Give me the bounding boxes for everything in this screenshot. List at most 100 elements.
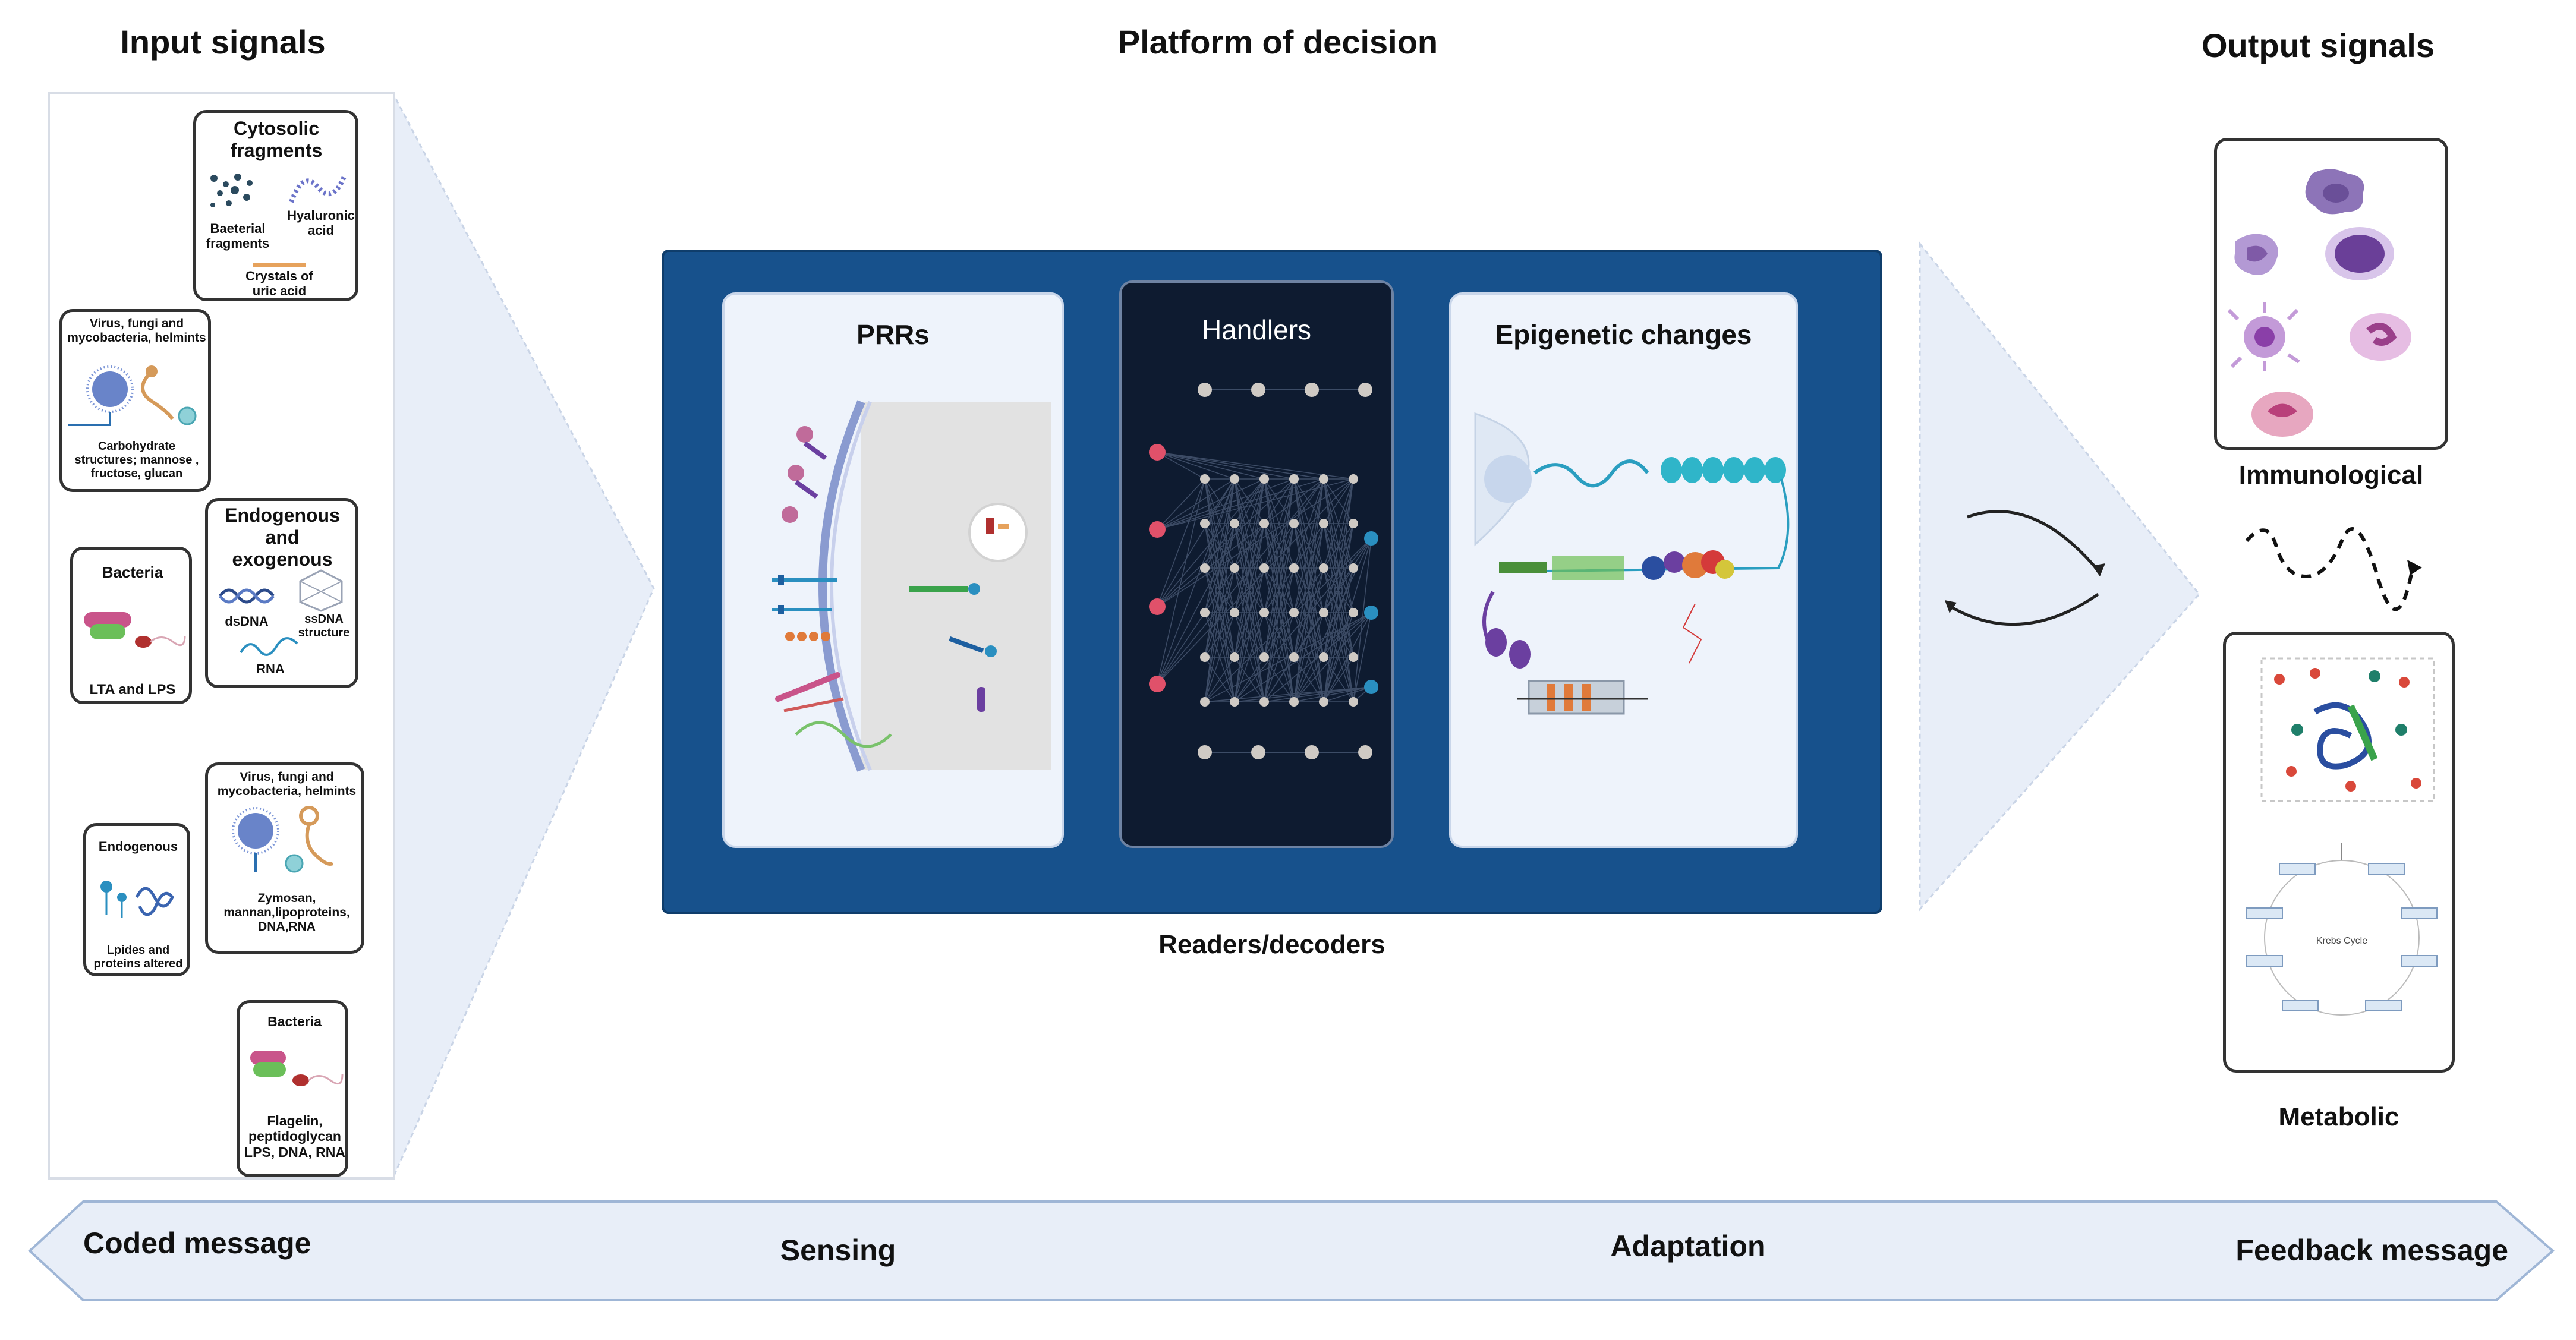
virus-2-title: Virus, fungi and mycobacteria, helmints [217,770,357,799]
nn-node [1198,383,1212,397]
bacterial-fragments-label: Baeterial fragments [206,221,270,251]
nn-node [1349,608,1358,617]
nn-node [1358,745,1372,759]
cell-membrane-diagram [772,400,1051,772]
nn-input-node [1149,598,1166,615]
nn-node [1200,563,1210,573]
virus-particle-icon [68,365,197,426]
nn-node [1349,519,1358,528]
immune-cells-icon [2227,169,2411,437]
nn-node [1289,697,1299,707]
virus-1-title: Virus, fungi and mycobacteria, helmints [67,317,206,345]
nn-node [1251,383,1265,397]
prrs-panel: PRRs [722,292,1064,848]
nn-node [1251,745,1265,759]
bacteria-1-caption: LTA and LPS [89,682,176,698]
nn-node [1230,697,1239,707]
nn-node [1305,745,1319,759]
nn-output-node [1364,606,1378,620]
nn-node [1319,519,1328,528]
nn-node [1230,474,1239,484]
nn-node [1349,474,1358,484]
metabolic-box: Krebs Cycle [2223,632,2455,1073]
endo-exo-box: Endogenous and exogenous dsDNA ssDNA str… [205,498,358,688]
nn-node [1200,697,1210,707]
nn-node [1289,608,1299,617]
nn-node [1230,608,1239,617]
hyaluronic-label: Hyaluronic acid [287,208,355,238]
handlers-panel: Handlers [1119,280,1394,848]
neural-network-diagram [1149,383,1378,759]
nn-node [1289,652,1299,662]
input-signals-header: Input signals [120,23,326,61]
output-signals-header: Output signals [2202,27,2435,64]
squiggle-arrow-icon [2245,527,2422,611]
bacteria-2-caption: Flagelin, peptidoglycan LPS, DNA, RNA [244,1113,345,1160]
nn-node [1259,652,1269,662]
lipid-protein-icon [100,881,174,918]
krebs-cycle-label: Krebs Cycle [2316,936,2367,946]
uric-crystal-icon [253,263,306,267]
dsdna-icon [219,588,275,604]
nn-node [1200,608,1210,617]
nn-input-node [1149,521,1166,538]
handlers-title: Handlers [1201,314,1312,345]
nn-node [1319,474,1328,484]
nn-node [1200,519,1210,528]
epigenetic-title: Epigenetic changes [1495,319,1752,350]
bacteria-2-icon [250,1051,344,1086]
cycle-arrows-icon [1945,510,2105,626]
bacteria-2-title: Bacteria [267,1014,322,1029]
ssdna-label: ssDNA structure [298,613,350,639]
hyaluronic-acid-icon [289,174,347,203]
endogenous-caption: Lpides and proteins altered [93,944,183,970]
nn-node [1230,519,1239,528]
virus-2-icon [232,806,334,873]
nn-output-node [1364,531,1378,546]
immunological-label: Immunological [2238,461,2424,490]
virus-1-caption: Carbohydrate structures; mannose , fruct… [74,440,199,480]
dsdna-label: dsDNA [225,614,269,629]
endo-exo-title: Endogenous and exogenous [225,505,340,570]
rna-label: RNA [256,661,285,676]
epigenetic-panel: Epigenetic changes [1449,292,1798,848]
nn-node [1319,563,1328,573]
nn-node [1319,652,1328,662]
nn-node [1349,652,1358,662]
cytosolic-title: Cytosolic fragments [230,118,323,161]
nn-node [1259,608,1269,617]
bacterial-fragments-icon [210,174,253,207]
nn-node [1349,563,1358,573]
nn-node [1259,697,1269,707]
krebs-cycle-diagram: Krebs Cycle [2246,843,2438,1016]
crystals-label: Crystals of uric acid [245,269,313,299]
nn-input-node [1149,676,1166,692]
nn-node [1319,697,1328,707]
nn-input-node [1149,444,1166,461]
sensing-label: Sensing [780,1234,896,1267]
nn-node [1259,563,1269,573]
adaptation-label: Adaptation [1610,1229,1766,1263]
nn-node [1319,608,1328,617]
coded-message-label: Coded message [83,1227,311,1260]
nn-node [1289,519,1299,528]
bottom-double-arrow [28,1200,2555,1301]
platform-header: Platform of decision [1117,23,1438,61]
cytosolic-fragments-box: Cytosolic fragments Baeterial fragments … [193,110,358,301]
nn-node [1230,652,1239,662]
virus-2-caption: Zymosan, mannan,lipoproteins, DNA,RNA [223,891,350,934]
metabolic-label: Metabolic [2278,1102,2399,1131]
nn-node [1358,383,1372,397]
bacteria-box-2: Bacteria Flagelin, peptidoglycan LPS, DN… [237,1000,348,1177]
nn-node [1289,474,1299,484]
bacteria-1-title: Bacteria [102,563,163,581]
nn-node [1305,383,1319,397]
bacteria-1-icon [84,612,186,648]
readers-decoders-label: Readers/decoders [1158,930,1385,959]
virus-box-1: Virus, fungi and mycobacteria, helmints … [59,309,211,492]
chromatin-diagram [1474,412,1790,715]
protein-structure-icon [2260,657,2435,802]
nn-node [1198,745,1212,759]
